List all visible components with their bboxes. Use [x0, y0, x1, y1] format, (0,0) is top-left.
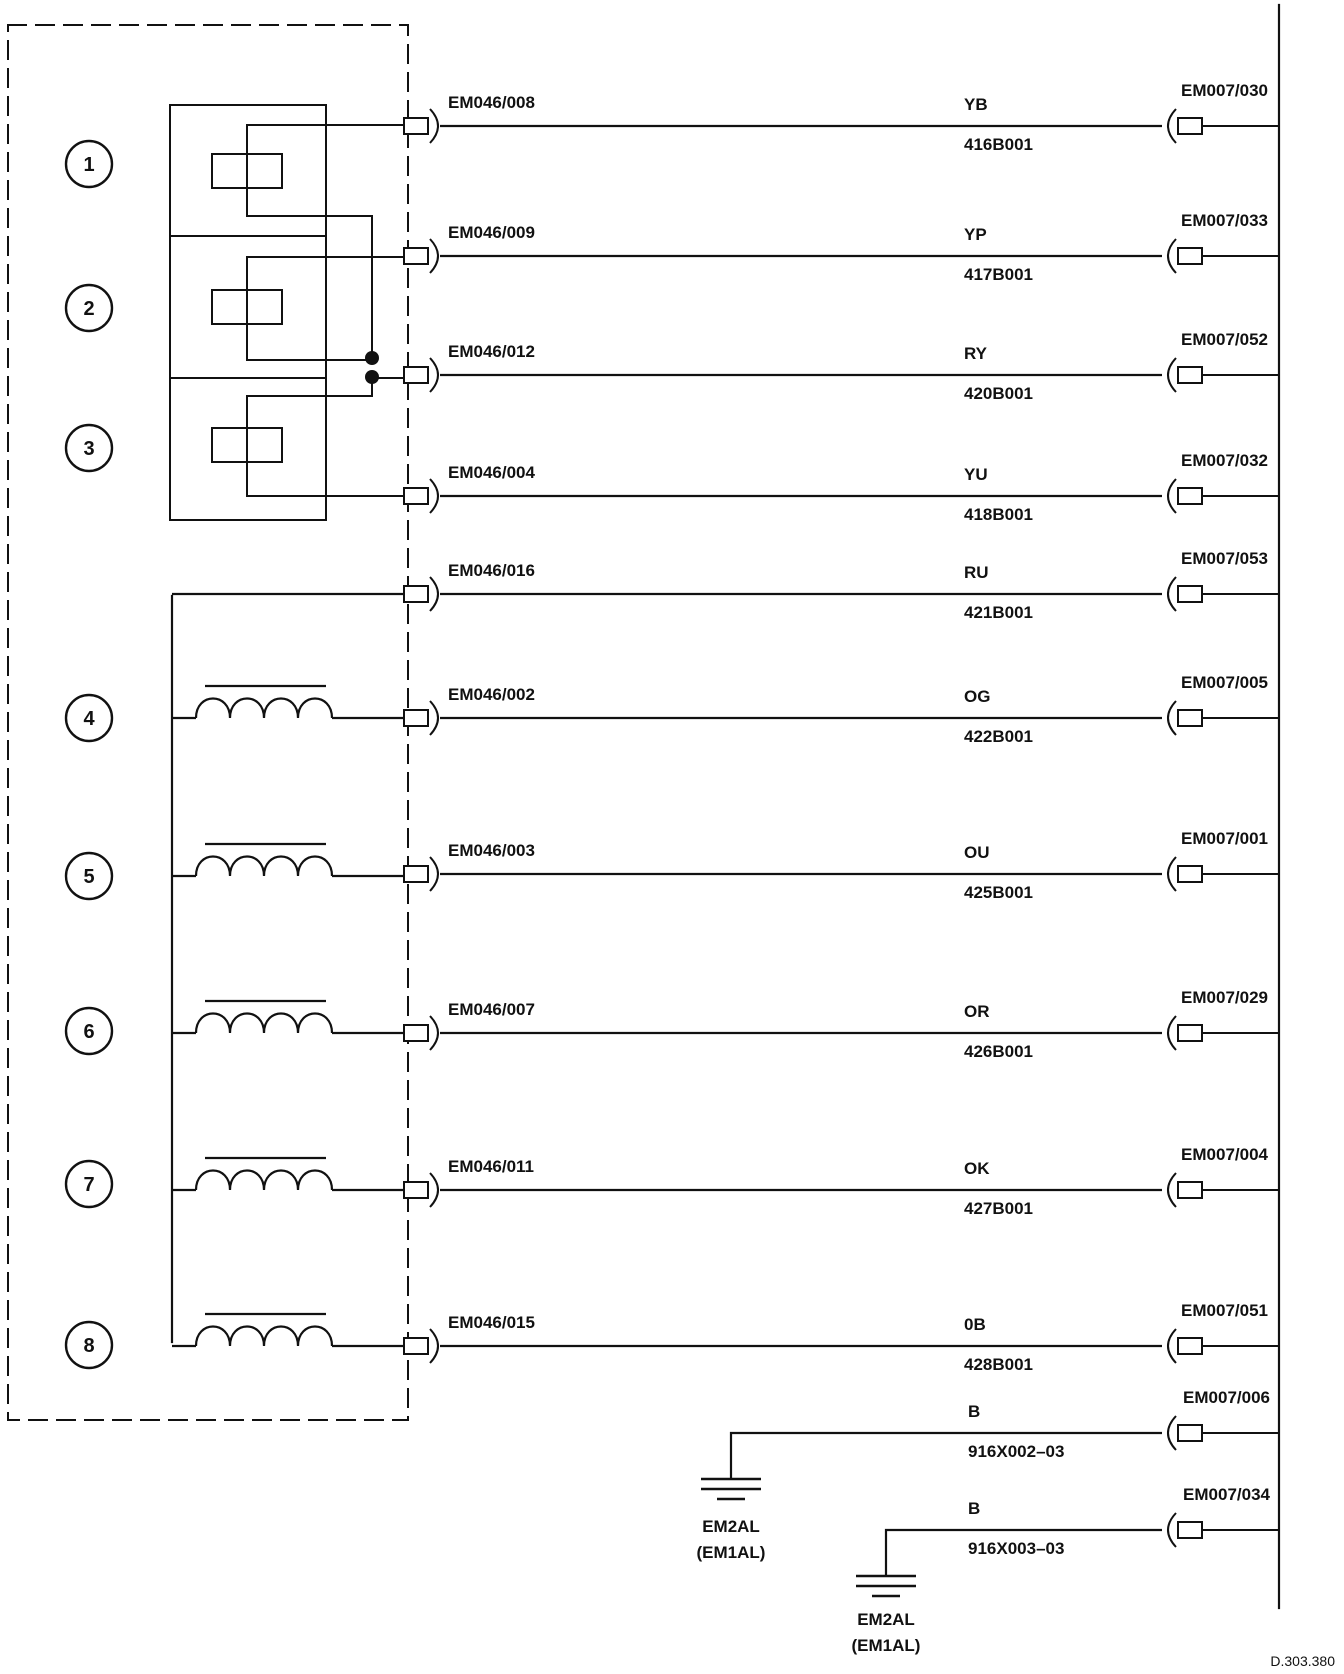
component-number: 4 [83, 708, 95, 730]
left-pin-label: EM046/016 [448, 561, 535, 580]
right-pin-label: EM007/032 [1181, 451, 1268, 470]
right-pin-label: EM007/005 [1181, 673, 1268, 692]
ground-alt-label: (EM1AL) [697, 1543, 766, 1562]
circuit-10: EM046/015 0B 428B001 EM007/051 [403, 1301, 1279, 1374]
ground-symbol [856, 1574, 916, 1598]
relay-2 [169, 104, 405, 379]
left-pin-label: EM046/008 [448, 93, 535, 112]
right-pin-label: EM007/004 [1181, 1145, 1268, 1164]
left-pin-label: EM046/004 [448, 463, 535, 482]
wire-color-label: OR [964, 1002, 990, 1021]
component-callout-5: 5 [64, 851, 114, 901]
wire-color-label: YU [964, 465, 988, 484]
wire-number-label: 428B001 [964, 1355, 1033, 1374]
component-callout-4: 4 [64, 693, 114, 743]
wire-number-label: 426B001 [964, 1042, 1033, 1061]
right-pin-label: EM007/030 [1181, 81, 1268, 100]
wire-color-label: B [968, 1499, 980, 1518]
wire-number-label: 416B001 [964, 135, 1033, 154]
ground-alt-label: (EM1AL) [852, 1636, 921, 1655]
left-pin-label: EM046/015 [448, 1313, 535, 1332]
component-callout-3: 3 [64, 423, 114, 473]
injector-coil-4 [172, 684, 406, 720]
right-pin-label: EM007/029 [1181, 988, 1268, 1007]
left-pin-label: EM046/003 [448, 841, 535, 860]
component-callout-1: 1 [64, 139, 114, 189]
component-number: 2 [83, 298, 94, 320]
wire-color-label: 0B [964, 1315, 986, 1334]
circuit-3: EM046/012 RY 420B001 EM007/052 [403, 330, 1279, 403]
right-pin-label: EM007/053 [1181, 549, 1268, 568]
circuit-5: EM046/016 RU 421B001 EM007/053 [403, 549, 1279, 622]
circuit-1: EM046/008 YB 416B001 EM007/030 [403, 81, 1279, 154]
component-number: 3 [83, 438, 94, 460]
wire-number-label: 916X003–03 [968, 1539, 1064, 1558]
component-callout-7: 7 [64, 1159, 114, 1209]
ground-label: EM2AL [702, 1517, 760, 1536]
wire-number-label: 420B001 [964, 384, 1033, 403]
wire-number-label: 421B001 [964, 603, 1033, 622]
wire-number-label: 916X002–03 [968, 1442, 1064, 1461]
left-pin-label: EM046/009 [448, 223, 535, 242]
component-number: 8 [83, 1335, 94, 1357]
circuit-7: EM046/003 OU 425B001 EM007/001 [403, 829, 1279, 902]
wire-color-label: OU [964, 843, 990, 862]
junction-dot [365, 370, 379, 384]
circuit-2: EM046/009 YP 417B001 EM007/033 [403, 211, 1279, 284]
diagram-reference: D.303.380 [1270, 1653, 1335, 1669]
wire-number-label: 425B001 [964, 883, 1033, 902]
right-pin-label: EM007/052 [1181, 330, 1268, 349]
wire-number-label: 417B001 [964, 265, 1033, 284]
component-callout-2: 2 [64, 283, 114, 333]
injector-coil-7 [172, 1156, 406, 1192]
ground-symbol [701, 1477, 761, 1501]
right-pin-label: EM007/034 [1183, 1485, 1270, 1504]
wire-color-label: YB [964, 95, 988, 114]
right-pin-label: EM007/033 [1181, 211, 1268, 230]
relay-3 [169, 377, 405, 521]
wire-color-label: OK [964, 1159, 990, 1178]
circuit-9: EM046/011 OK 427B001 EM007/004 [403, 1145, 1279, 1218]
component-number: 1 [83, 154, 94, 176]
component-number: 5 [83, 866, 94, 888]
component-callout-6: 6 [64, 1006, 114, 1056]
right-pin-label: EM007/006 [1183, 1388, 1270, 1407]
circuit-6: EM046/002 OG 422B001 EM007/005 [403, 673, 1279, 746]
wire-number-label: 422B001 [964, 727, 1033, 746]
wire-number-label: 418B001 [964, 505, 1033, 524]
right-pin-label: EM007/051 [1181, 1301, 1268, 1320]
component-number: 7 [83, 1174, 94, 1196]
left-pin-label: EM046/011 [448, 1157, 534, 1176]
component-callout-8: 8 [64, 1320, 114, 1370]
injector-coil-6 [172, 999, 406, 1035]
wire-number-label: 427B001 [964, 1199, 1033, 1218]
wire-color-label: OG [964, 687, 990, 706]
left-pin-label: EM046/012 [448, 342, 535, 361]
junction-dot [365, 351, 379, 365]
injector-coil-8 [172, 1312, 406, 1348]
wire-color-label: RY [964, 344, 988, 363]
left-pin-label: EM046/002 [448, 685, 535, 704]
circuit-4: EM046/004 YU 418B001 EM007/032 [403, 451, 1279, 524]
right-pin-label: EM007/001 [1181, 829, 1268, 848]
wire-color-label: RU [964, 563, 989, 582]
left-pin-label: EM046/007 [448, 1000, 535, 1019]
wire-color-label: B [968, 1402, 980, 1421]
injector-coil-5 [172, 842, 406, 878]
component-number: 6 [83, 1021, 94, 1043]
circuit-8: EM046/007 OR 426B001 EM007/029 [403, 988, 1279, 1061]
ground-label: EM2AL [857, 1610, 915, 1629]
wire-color-label: YP [964, 225, 987, 244]
relay-1 [169, 104, 405, 363]
